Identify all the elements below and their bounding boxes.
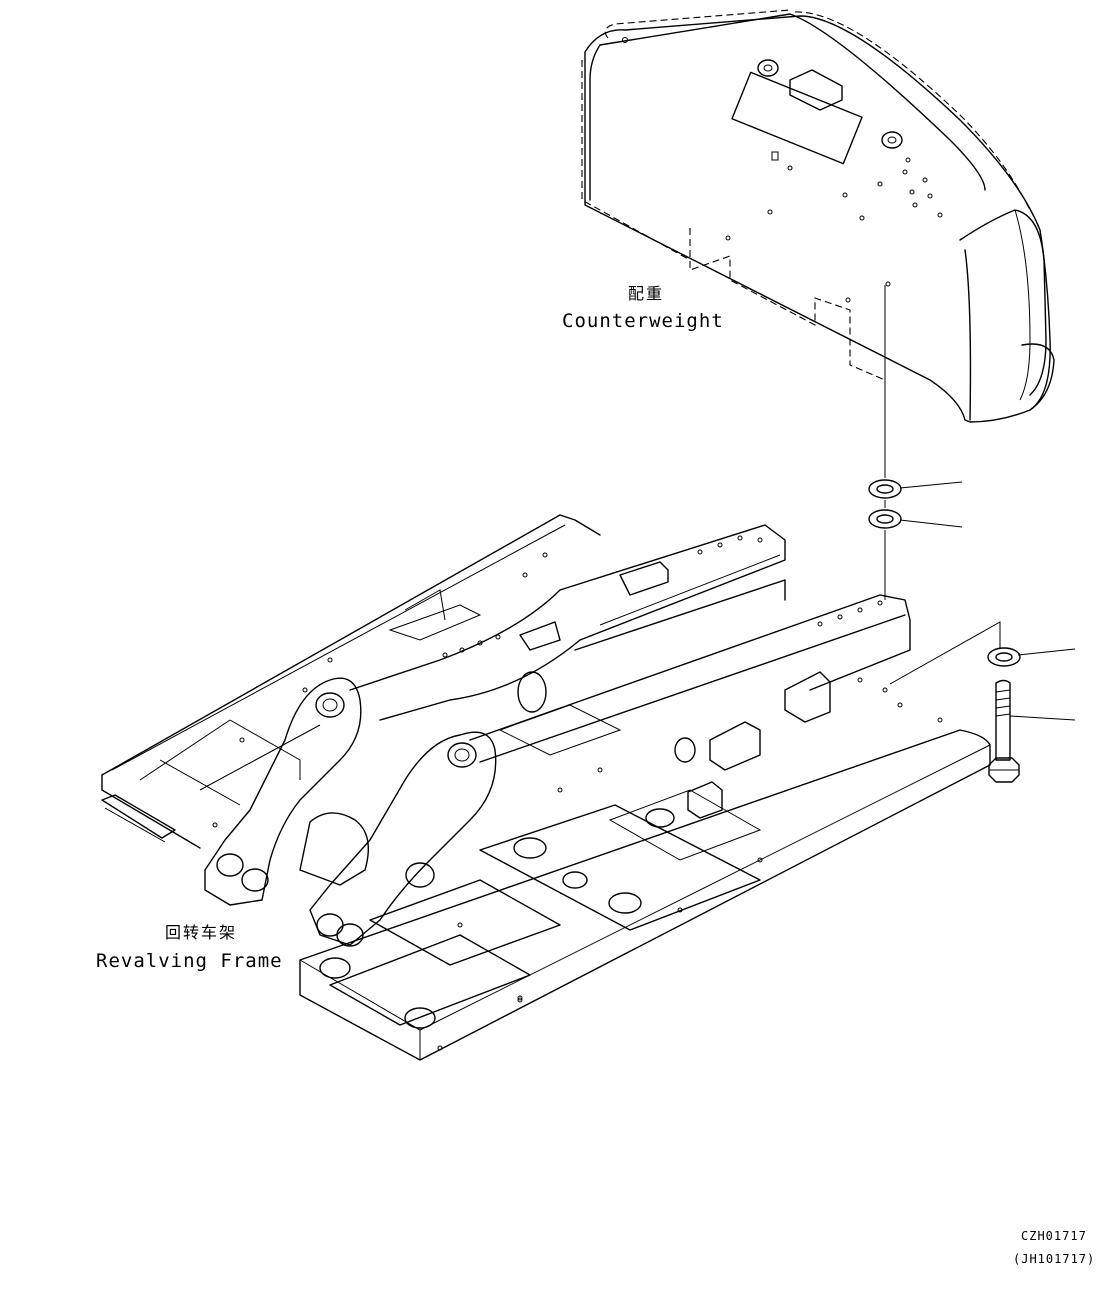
counterweight-label: Counterweight [562, 310, 724, 332]
drawing-code-ref: (JH101717) [1013, 1252, 1096, 1266]
fastener-stack [868, 285, 1076, 783]
revolving-frame-label-cn: 回转车架 [165, 923, 238, 942]
revolving-frame-label: Revalving Frame [96, 950, 283, 972]
counterweight-drawing [581, 9, 1055, 423]
washer-lower [868, 509, 902, 529]
bolt-washer [987, 647, 1021, 667]
bolt [988, 679, 1020, 783]
revolving-frame-drawing [101, 514, 991, 1061]
counterweight-label-cn: 配重 [628, 284, 665, 303]
washer-upper [868, 479, 902, 499]
drawing-code: CZH01717 [1021, 1229, 1087, 1243]
